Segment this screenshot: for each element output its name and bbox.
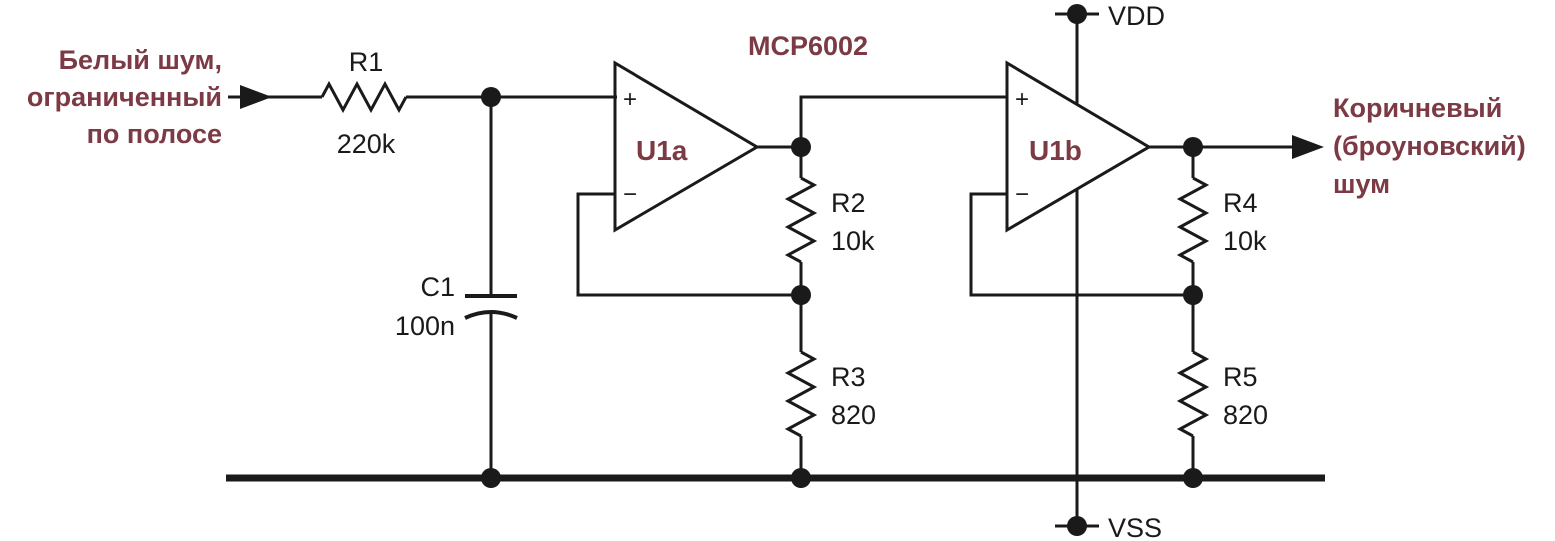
chip-label: MCP6002 <box>748 31 868 61</box>
junction-node1 <box>481 87 501 107</box>
c1-ref-label: C1 <box>420 272 455 302</box>
junction-u1a-fb <box>791 285 811 305</box>
u1a-minus-sign: − <box>623 181 637 208</box>
output-arrow-icon <box>1292 135 1324 159</box>
vss-terminal <box>1067 516 1087 536</box>
u1a-plus-sign: + <box>623 86 637 113</box>
vdd-terminal <box>1067 4 1087 24</box>
r4-ref-label: R4 <box>1223 188 1258 218</box>
r3-ref-label: R3 <box>831 362 866 392</box>
r1-ref-label: R1 <box>349 47 384 77</box>
u1a-label: U1a <box>636 135 688 166</box>
c1-value-label: 100n <box>395 311 455 341</box>
u1a-opamp <box>613 60 760 233</box>
r2-resistor <box>784 176 818 264</box>
r3-resistor <box>784 350 818 438</box>
u1b-opamp <box>1005 60 1152 233</box>
u1a-feedback-wire <box>576 192 801 297</box>
u1b-plus-sign: + <box>1015 86 1029 113</box>
vdd-label: VDD <box>1108 1 1165 31</box>
output-label-line2: (броуновский) <box>1333 131 1526 161</box>
r2-value-label: 10k <box>831 226 875 256</box>
r2-ref-label: R2 <box>831 188 866 218</box>
u1b-label: U1b <box>1029 135 1082 166</box>
vss-label: VSS <box>1108 513 1162 541</box>
input-label-line1: Белый шум, <box>59 45 222 75</box>
interstage-wire <box>799 95 1007 147</box>
r5-value-label: 820 <box>1223 400 1268 430</box>
junction-r5-ground <box>1183 468 1203 488</box>
input-label-line3: по полосе <box>87 119 222 149</box>
output-label-line3: шум <box>1333 169 1390 199</box>
junction-u1a-out <box>791 137 811 157</box>
u1b-feedback-wire <box>969 192 1193 297</box>
r5-resistor <box>1176 350 1210 438</box>
junction-c1-ground <box>481 468 501 488</box>
junction-u1b-out <box>1183 137 1203 157</box>
junction-r3-ground <box>791 468 811 488</box>
r4-resistor <box>1176 176 1210 264</box>
input-label-line2: ограниченный <box>27 82 222 112</box>
junction-u1b-fb <box>1183 285 1203 305</box>
r3-value-label: 820 <box>831 400 876 430</box>
r5-ref-label: R5 <box>1223 362 1258 392</box>
u1b-minus-sign: − <box>1015 181 1029 208</box>
r4-value-label: 10k <box>1223 226 1267 256</box>
r1-value-label: 220k <box>337 129 396 159</box>
r1-resistor <box>320 80 408 114</box>
output-label-line1: Коричневый <box>1333 93 1502 123</box>
